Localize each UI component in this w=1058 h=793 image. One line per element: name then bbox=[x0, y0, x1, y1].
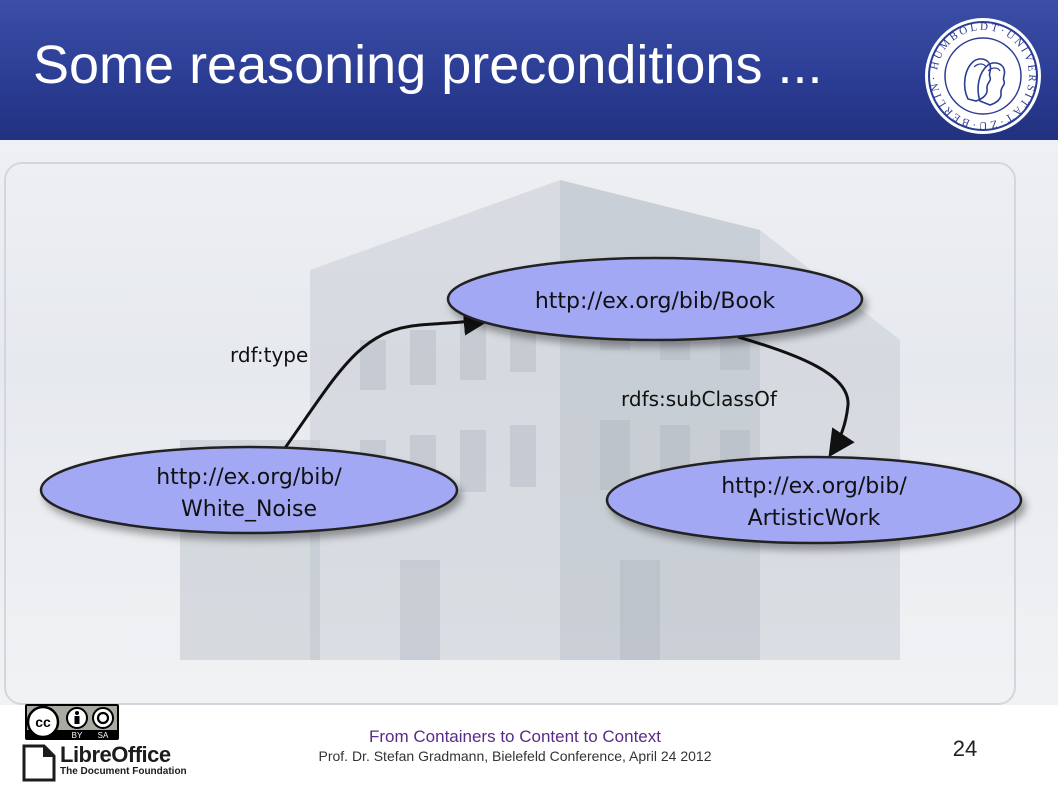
cc-by-sa-license-badge[interactable]: cc BY SA bbox=[25, 704, 119, 740]
cc-by-label: BY bbox=[72, 731, 83, 740]
node-book-label: http://ex.org/bib/Book bbox=[535, 289, 776, 314]
university-seal-logo: HUMBOLDT·UNIVERSITÄT·ZU·BERLIN· bbox=[925, 18, 1041, 134]
footer-presentation-title: From Containers to Content to Context bbox=[369, 727, 661, 746]
node-artistic-work: http://ex.org/bib/ ArtisticWork bbox=[605, 455, 1023, 545]
node-artistic-work-label-line1: http://ex.org/bib/ bbox=[721, 474, 907, 499]
slide-page-number: 24 bbox=[952, 736, 978, 761]
edge-label-rdf-type: rdf:type bbox=[230, 343, 308, 367]
cc-sa-label: SA bbox=[98, 731, 109, 740]
libreoffice-name: LibreOffice bbox=[60, 742, 171, 767]
slide-header bbox=[0, 0, 1058, 140]
node-white-noise-label-line2: White_Noise bbox=[181, 497, 317, 522]
content-frame bbox=[4, 162, 1016, 705]
cc-icon: cc bbox=[35, 714, 51, 730]
slide-title: Some reasoning preconditions ... bbox=[33, 35, 823, 95]
node-white-noise: http://ex.org/bib/ White_Noise bbox=[39, 445, 459, 535]
node-artistic-work-label-line2: ArtisticWork bbox=[748, 506, 881, 531]
node-book: http://ex.org/bib/Book bbox=[446, 256, 864, 342]
edge-label-subclass: rdfs:subClassOf bbox=[621, 387, 778, 411]
libreoffice-document-icon bbox=[22, 744, 56, 782]
libreoffice-subtitle: The Document Foundation bbox=[60, 766, 187, 777]
node-white-noise-label-line1: http://ex.org/bib/ bbox=[156, 465, 342, 490]
footer-author-conference: Prof. Dr. Stefan Gradmann, Bielefeld Con… bbox=[318, 748, 712, 764]
edge-rdf-type-arrow bbox=[283, 308, 491, 449]
edge-subclass-arrow bbox=[737, 335, 855, 458]
